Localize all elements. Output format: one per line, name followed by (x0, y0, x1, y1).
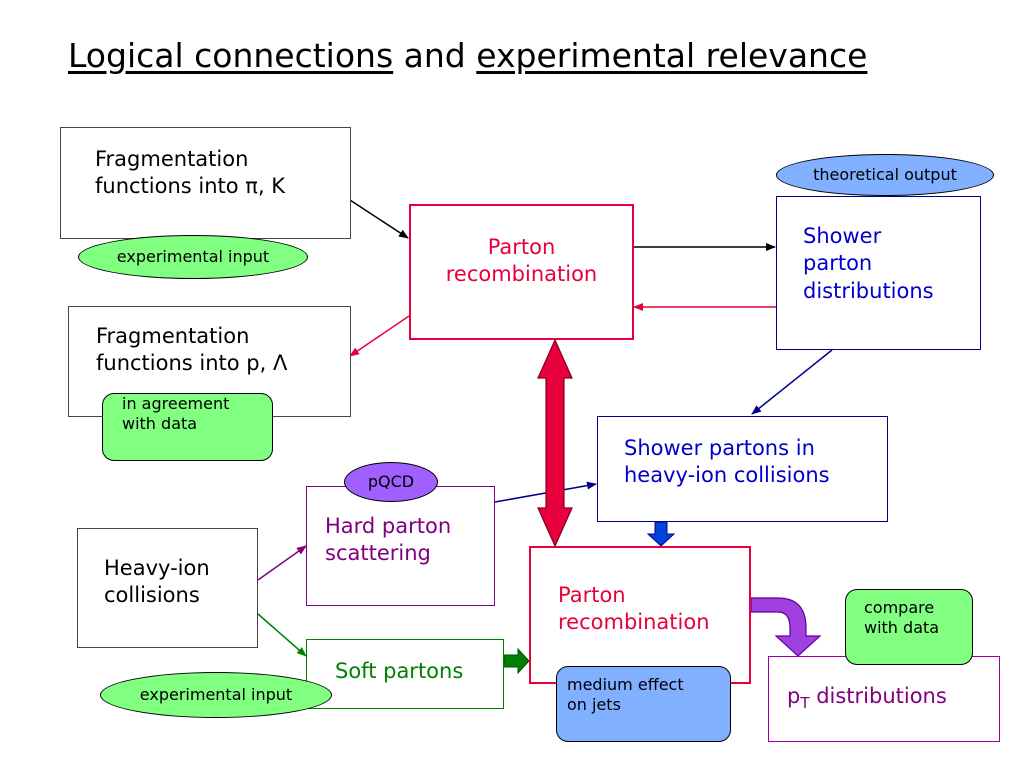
box-parton-recombination-top: Parton recombination (409, 204, 634, 340)
parton-recombination-top-text: Parton recombination (445, 235, 598, 287)
box-pt-distributions: pT distributions (768, 656, 1000, 742)
shower-partons-heavy-ion-text: Shower partons in heavy-ion collisions (624, 436, 830, 488)
badge-medium-effect-on-jets: medium effect on jets (556, 666, 731, 742)
parton-recombination-bottom-text: Parton recombination (558, 583, 710, 635)
double-arrow-recomb-link (537, 338, 573, 548)
badge-in-agreement-with-data: in agreement with data (102, 393, 273, 461)
box-soft-partons: Soft partons (306, 639, 504, 709)
block-arrow-hi-to-recomb (646, 521, 676, 547)
soft-partons-text: Soft partons (335, 659, 464, 683)
badge-compare-with-data: compare with data (845, 589, 973, 665)
page-title: Logical connections and experimental rel… (68, 36, 867, 75)
badge-experimental-input-bottom: experimental input (100, 672, 332, 718)
heavy-ion-collisions-text: Heavy-ion collisions (104, 556, 210, 608)
arrow-shower-to-hi (751, 349, 833, 415)
shower-parton-distributions-text: Shower parton distributions (803, 224, 934, 303)
pt-symbol: p (787, 684, 801, 708)
box-parton-recombination-bottom: Parton recombination (529, 546, 751, 684)
box-heavy-ion-collisions: Heavy-ion collisions (77, 528, 258, 648)
hard-parton-scattering-text: Hard parton scattering (325, 514, 452, 566)
pt-subscript: T (800, 694, 810, 713)
block-arrow-soft-to-recomb (503, 647, 530, 675)
arrow-heavy-to-hard (257, 545, 307, 581)
box-shower-parton-distributions: Shower parton distributions (776, 196, 981, 350)
badge-theoretical-output: theoretical output (776, 154, 994, 196)
title-connector: and (403, 36, 466, 75)
arrow-recomb-to-frag-p (349, 315, 410, 357)
badge-experimental-input-top: experimental input (78, 235, 308, 279)
pt-distributions-text: pT distributions (787, 683, 947, 714)
arrow-heavy-to-soft (257, 613, 307, 657)
title-part-logical: Logical connections (68, 36, 394, 75)
pt-distributions-word: distributions (809, 684, 947, 708)
box-shower-partons-heavy-ion: Shower partons in heavy-ion collisions (597, 416, 888, 522)
title-part-experimental: experimental relevance (476, 36, 868, 75)
badge-pqcd: pQCD (344, 462, 438, 502)
frag-pi-k-text: Fragmentation functions into π, K (95, 147, 286, 199)
arrow-frag-to-recomb (349, 199, 409, 239)
box-hard-parton-scattering: Hard parton scattering (306, 486, 495, 606)
curved-arrow-recomb-to-pt (750, 597, 822, 657)
frag-p-lambda-text: Fragmentation functions into p, Λ (96, 324, 288, 376)
box-frag-pi-k: Fragmentation functions into π, K (60, 127, 351, 239)
